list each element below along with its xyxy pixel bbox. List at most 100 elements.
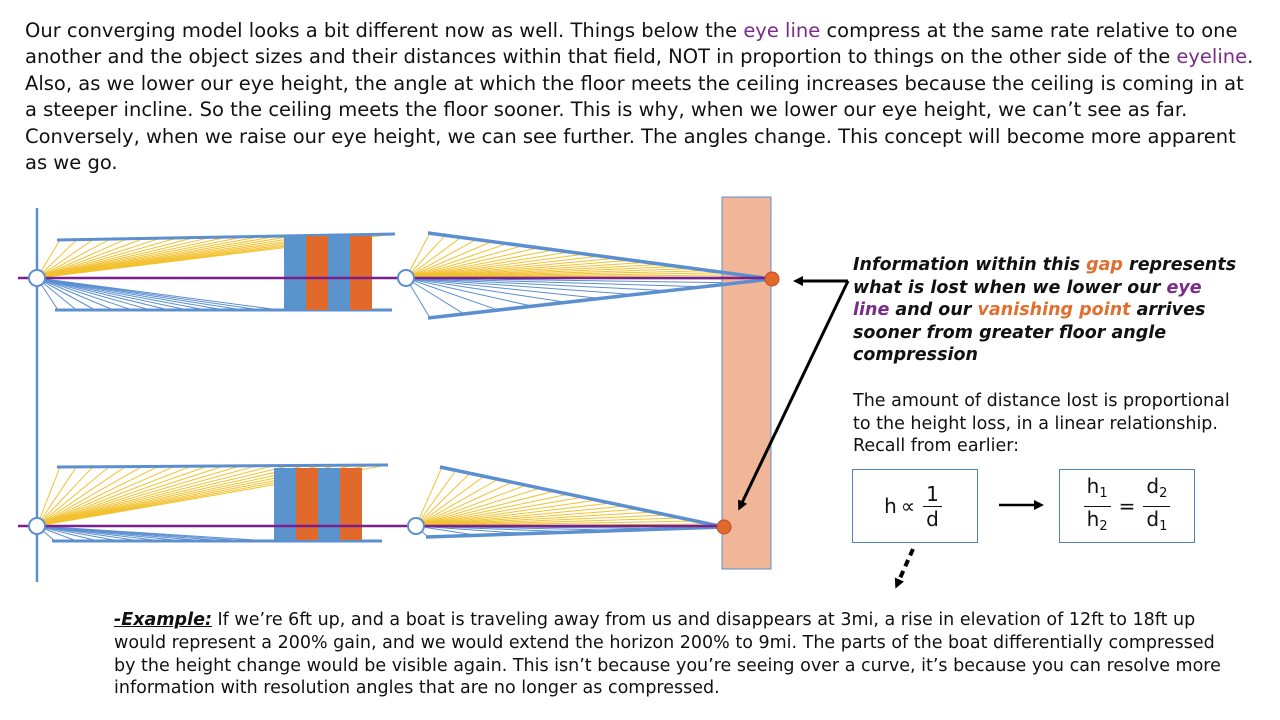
top-right-ceiling-line <box>427 231 773 281</box>
bottom-left-ceiling-ray <box>36 465 274 527</box>
bottom-right-ceiling-ray <box>415 505 626 527</box>
top-left-ceiling-ray <box>36 237 195 279</box>
top-right-ceiling-ray <box>405 240 493 279</box>
bottom-right-ceiling-ray <box>415 466 443 527</box>
intro-eye-line-term: eye line <box>743 19 821 42</box>
top-right-floor-ray <box>405 277 533 307</box>
top-right-floor-ray <box>405 277 636 296</box>
d-ratio-fraction: d2 d1 <box>1143 474 1171 539</box>
top-left-ceiling-ray <box>36 237 178 279</box>
note-text-2: represents what is lost when we lower ou… <box>853 255 1237 298</box>
top-right-ceiling-ray <box>405 249 555 279</box>
bottom-box-orange-2 <box>340 468 362 540</box>
bottom-right-ceiling-ray <box>415 472 471 527</box>
top-right-floor-ray <box>405 277 602 299</box>
bottom-left-ceiling-ray <box>36 466 126 527</box>
top-left-ceiling-ray <box>36 238 144 279</box>
top-left-eye-marker <box>28 269 46 287</box>
bottom-left-ceiling-ray <box>36 465 241 527</box>
top-right-floor-ray <box>405 277 670 292</box>
bottom-left-ceiling-ray <box>36 466 61 527</box>
top-right-ceiling-ray <box>405 257 617 279</box>
bottom-right-ceiling-ray <box>415 493 570 527</box>
bottom-box-blue-1 <box>274 468 296 540</box>
top-left-floor-ray <box>36 277 170 311</box>
top-left-ceiling-ray <box>36 238 94 279</box>
top-right-ceiling-ray <box>405 259 633 279</box>
top-right-ceiling-ray <box>405 253 586 279</box>
top-right-ceiling-ray <box>405 245 524 279</box>
note-text-3: and our <box>889 300 978 320</box>
bottom-right-ceiling-line <box>439 465 725 529</box>
fraction-denominator: d <box>926 506 939 531</box>
top-right-ceiling-ray <box>405 236 462 279</box>
top-left-floor-ray <box>36 277 96 311</box>
example-paragraph: -Example: If we’re 6ft up, and a boat is… <box>114 609 1234 700</box>
gap-band <box>721 196 772 570</box>
top-box-orange-1 <box>306 236 328 310</box>
bottom-right-ceiling-ray <box>415 478 499 527</box>
top-right-ceiling-ray <box>405 251 570 279</box>
top-left-ceiling-ray <box>36 239 78 279</box>
bottom-left-ceiling-ray <box>36 465 159 527</box>
bottom-right-floor-line <box>425 525 725 539</box>
top-left-floor-ray <box>36 277 151 311</box>
note-vanishing-point-term: vanishing point <box>977 300 1131 320</box>
proportional-formula-box: h ∝ 1 d <box>852 469 978 543</box>
top-left-ceiling-ray <box>36 238 128 279</box>
h-ratio-fraction: h1 h2 <box>1083 474 1111 539</box>
equals-symbol: = <box>1118 494 1136 518</box>
top-left-floor-ray <box>36 277 207 311</box>
bottom-left-ceiling-ray <box>36 465 307 527</box>
top-left-ceiling-ray <box>36 238 111 279</box>
top-left-floor-ray <box>36 277 188 311</box>
top-left-floor-ray <box>36 277 281 311</box>
intro-text-2: compress at the same rate relative to on… <box>25 19 1238 69</box>
bottom-left-floor-ray <box>36 525 99 542</box>
top-box-orange-2 <box>350 236 372 310</box>
example-dashed-arrow <box>894 548 915 589</box>
bottom-box-blue-2 <box>318 468 340 540</box>
bottom-right-ceiling-ray <box>415 469 457 527</box>
h1-term: h1 <box>1083 474 1111 507</box>
bottom-right-ceiling-ray <box>415 484 527 527</box>
proportional-symbol: ∝ <box>900 494 916 518</box>
bottom-right-floor-ray <box>415 525 527 535</box>
bottom-vanishing-point <box>716 519 732 535</box>
bottom-left-ceiling-ray <box>36 465 175 527</box>
bottom-left-ceiling-ray <box>36 465 192 527</box>
top-right-ceiling-ray <box>405 247 539 279</box>
bottom-right-ceiling-ray <box>415 475 485 527</box>
h2-term: h2 <box>1086 506 1108 534</box>
bottom-right-floor-ray <box>415 525 478 536</box>
top-right-ceiling-ray <box>405 234 446 279</box>
gap-to-bottom-arrow <box>738 280 850 511</box>
bottom-right-ceiling-ray <box>415 490 555 527</box>
top-right-ceiling-ray <box>405 238 477 279</box>
bottom-left-floor-ray <box>36 525 120 542</box>
example-lead: -Example: <box>114 610 212 630</box>
top-right-floor-ray <box>405 277 704 288</box>
distance-loss-text: The amount of distance lost is proportio… <box>853 391 1230 456</box>
bottom-left-ceiling-ray <box>36 466 110 527</box>
bottom-left-ceiling-ray <box>36 466 143 527</box>
bottom-right-ceiling-ray <box>415 517 682 527</box>
top-vanishing-point <box>764 271 780 287</box>
top-right-floor-line <box>427 277 773 320</box>
top-box-blue-1 <box>284 236 306 310</box>
intro-text-3: . Also, as we lower our eye height, the … <box>25 45 1254 175</box>
top-right-ceiling-ray <box>405 242 508 279</box>
top-right-floor-ray <box>405 277 465 315</box>
bottom-left-eye-marker <box>28 517 46 535</box>
bottom-left-ceiling-ray <box>36 465 290 527</box>
top-right-floor-ray <box>405 277 567 303</box>
d1-term: d1 <box>1146 506 1168 534</box>
bottom-right-ceiling-ray <box>415 514 668 527</box>
intro-paragraph: Our converging model looks a bit differe… <box>25 18 1260 176</box>
intro-eyeline-term: eyeline <box>1176 45 1248 69</box>
top-right-eye-marker <box>397 269 415 287</box>
top-right-floor-ray <box>405 277 499 311</box>
formula-h: h <box>884 494 897 518</box>
top-left-floor-ray <box>36 277 114 311</box>
note-gap-term: gap <box>1086 255 1123 275</box>
